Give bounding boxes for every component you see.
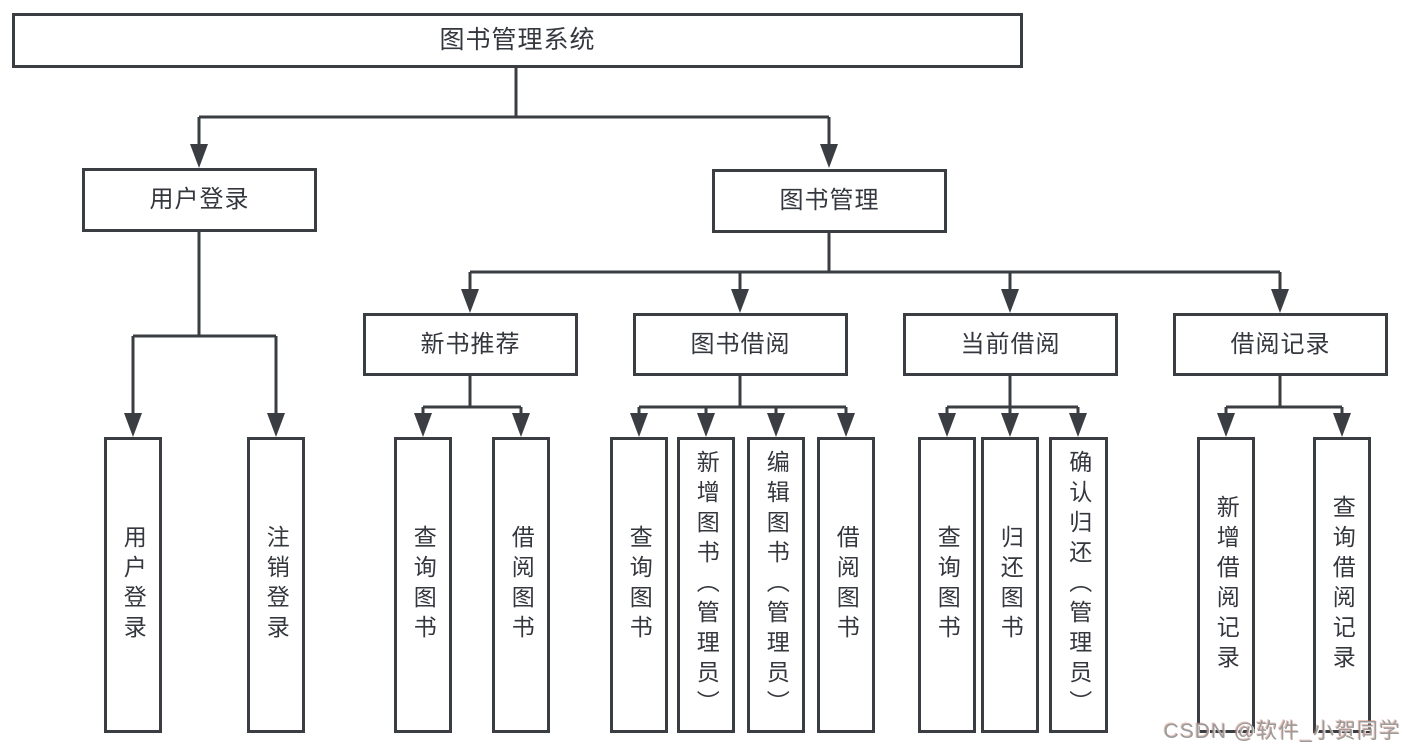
node-new-book-recommend: 新书推荐 [363,313,578,376]
arrow-down-icon [630,413,648,437]
arrow-down-icon [938,413,956,437]
arrow-down-icon [267,413,285,437]
node-book-borrowing: 图书借阅 [633,313,848,376]
leaf-query-books-recommend: 查询图书 [394,437,452,733]
arrow-down-icon [731,289,749,313]
arrow-down-icon [697,413,715,437]
node-borrowing-records: 借阅记录 [1173,313,1388,376]
connector-root-children [197,68,831,150]
leaf-query-books-borrowing: 查询图书 [610,437,668,733]
connector-borrowing-records-children [1224,376,1344,420]
arrow-down-icon [767,413,785,437]
arrow-down-icon [837,413,855,437]
leaf-add-books-admin: 新增图书（管理员） [677,437,735,733]
leaf-borrow-books-recommend: 借阅图书 [492,437,550,733]
arrow-down-icon [1001,413,1019,437]
leaf-return-books: 归还图书 [981,437,1039,733]
arrow-down-icon [1069,413,1087,437]
node-user-login: 用户登录 [82,168,317,232]
arrow-down-icon [1333,413,1351,437]
arrow-down-icon [414,413,432,437]
connector-book-management-children [468,233,1282,296]
leaf-query-books-current: 查询图书 [918,437,976,733]
arrow-down-icon [1217,413,1235,437]
leaf-user-login: 用户登录 [104,437,162,733]
leaf-edit-books-admin: 编辑图书（管理员） [747,437,805,733]
leaf-add-borrowing-record: 新增借阅记录 [1197,437,1255,733]
connector-book-borrowing-children [637,376,848,420]
csdn-watermark: CSDN @软件_小贺同学 [1163,720,1401,743]
leaf-borrow-books-borrowing: 借阅图书 [817,437,875,733]
arrow-down-icon [512,413,530,437]
leaf-confirm-return-admin: 确认归还（管理员） [1049,437,1108,733]
arrow-down-icon [820,144,838,168]
arrow-down-icon [1001,289,1019,313]
connector-user-login-children [131,232,278,420]
node-current-borrowing: 当前借阅 [903,313,1118,376]
arrow-down-icon [190,144,208,168]
arrow-down-icon [461,289,479,313]
arrow-down-icon [1271,289,1289,313]
node-book-management: 图书管理 [712,169,947,233]
leaf-query-borrowing-record: 查询借阅记录 [1313,437,1371,733]
connector-new-book-recommend-children [421,376,523,420]
node-library-management-system: 图书管理系统 [12,13,1023,68]
leaf-logout: 注销登录 [247,437,305,733]
arrow-down-icon [124,413,142,437]
